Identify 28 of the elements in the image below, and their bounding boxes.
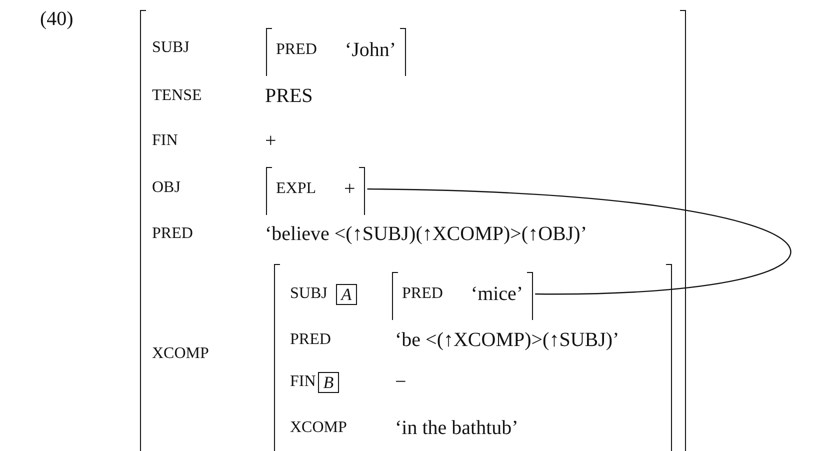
feature-value: ‘believe <(↑SUBJ)(↑XCOMP)>(↑OBJ)’ [265,224,587,244]
feature-name: OBJ [152,180,180,196]
feature-name: SUBJ [290,286,328,302]
feature-name: FIN [290,374,316,390]
feature-value: ‘John’ [344,38,396,62]
feature-name: SUBJ [152,40,190,56]
attribute-value-matrix [140,10,686,451]
feature-name: PRED [152,226,193,242]
index-box: B [318,372,339,393]
feature-value: + [344,178,356,200]
feature-value: ‘mice’ [470,282,524,306]
feature-name: PRED [290,332,331,348]
attribute-value-matrix [274,264,672,451]
feature-value: PRES [265,86,313,106]
feature-name: XCOMP [152,346,209,362]
feature-name: XCOMP [290,420,347,436]
index-box: A [336,284,357,305]
feature-name: PRED [276,41,317,59]
feature-value: ‘be <(↑XCOMP)>(↑SUBJ)’ [395,330,620,350]
feature-name: PRED [402,285,443,303]
feature-value: + [265,131,276,151]
feature-name: FIN [152,133,178,149]
feature-name: TENSE [152,88,202,104]
feature-value: − [395,372,406,392]
feature-name: EXPL [276,180,316,198]
feature-value: ‘in the bathtub’ [395,418,518,438]
example-number: (40) [40,8,74,31]
connector-line [367,188,790,295]
